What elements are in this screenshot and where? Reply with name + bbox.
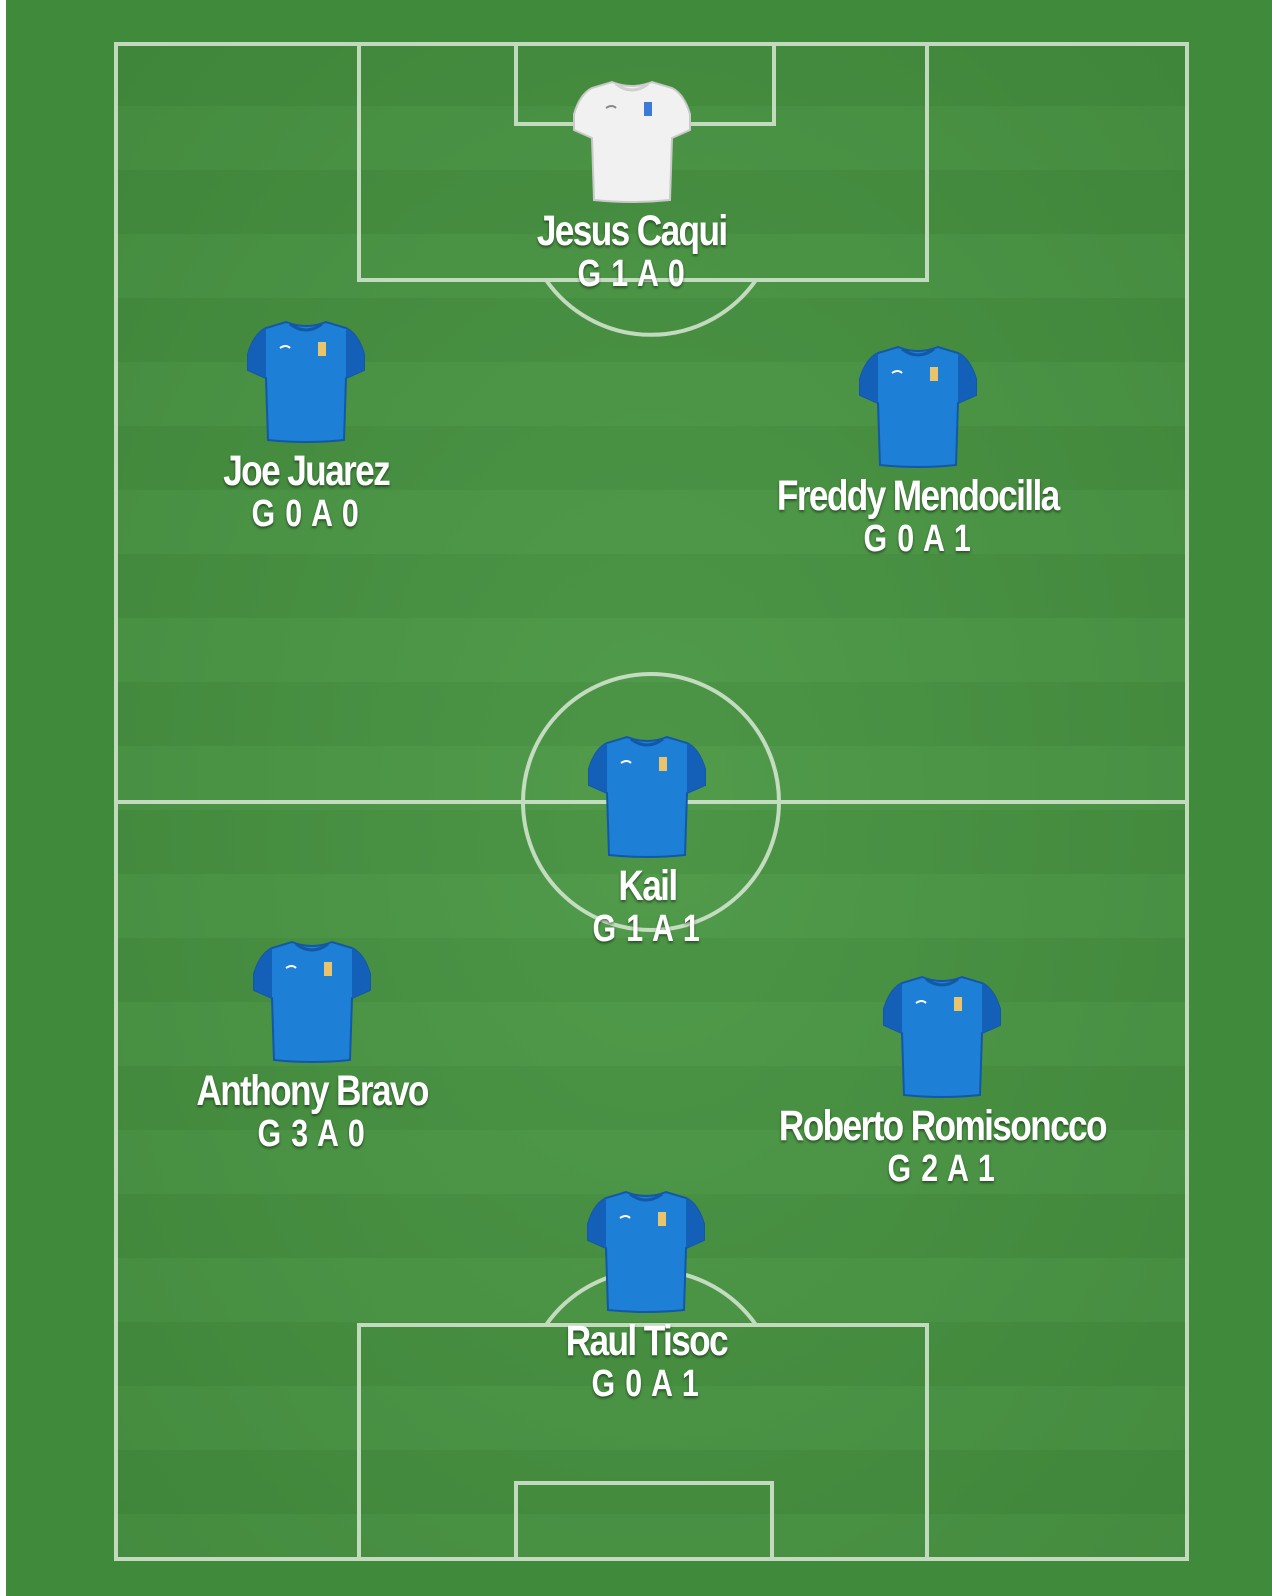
blue-shirt-icon bbox=[588, 735, 706, 858]
player-name: Freddy Mendocilla bbox=[777, 472, 1060, 520]
player-card[interactable]: Roberto Romisoncco G 2 A 1 bbox=[742, 973, 1142, 1189]
blue-shirt-icon bbox=[247, 320, 365, 443]
player-stats: G 3 A 0 bbox=[257, 1113, 367, 1155]
player-stats: G 2 A 1 bbox=[887, 1148, 997, 1190]
blue-shirt-icon bbox=[253, 940, 371, 1063]
white-shirt-icon bbox=[573, 80, 691, 203]
player-card[interactable]: Jesus Caqui G 1 A 0 bbox=[432, 78, 832, 294]
player-name: Roberto Romisoncco bbox=[778, 1102, 1107, 1150]
center-circle bbox=[521, 672, 781, 932]
player-card[interactable]: Anthony Bravo G 3 A 0 bbox=[112, 938, 512, 1154]
pitch-markings bbox=[114, 42, 1189, 1561]
player-stats: G 1 A 0 bbox=[577, 253, 687, 295]
player-stats: G 0 A 0 bbox=[251, 493, 361, 535]
player-stats: G 1 A 1 bbox=[592, 908, 702, 950]
player-name: Kail bbox=[617, 862, 678, 910]
top-penalty-arc bbox=[544, 278, 758, 337]
player-name: Raul Tisoc bbox=[565, 1317, 728, 1365]
player-name: Joe Juarez bbox=[223, 447, 391, 495]
blue-shirt-icon bbox=[883, 975, 1001, 1098]
player-stats: G 0 A 1 bbox=[863, 518, 973, 560]
player-card[interactable]: Raul Tisoc G 0 A 1 bbox=[446, 1188, 846, 1404]
bottom-goal-box bbox=[514, 1481, 774, 1561]
player-card[interactable]: Kail G 1 A 1 bbox=[447, 733, 847, 949]
player-card[interactable]: Joe Juarez G 0 A 0 bbox=[106, 318, 506, 534]
blue-shirt-icon bbox=[587, 1190, 705, 1313]
blue-shirt-icon bbox=[859, 345, 977, 468]
player-name: Jesus Caqui bbox=[537, 207, 728, 255]
player-name: Anthony Bravo bbox=[196, 1067, 429, 1115]
player-card[interactable]: Freddy Mendocilla G 0 A 1 bbox=[718, 343, 1118, 559]
player-stats: G 0 A 1 bbox=[591, 1363, 701, 1405]
